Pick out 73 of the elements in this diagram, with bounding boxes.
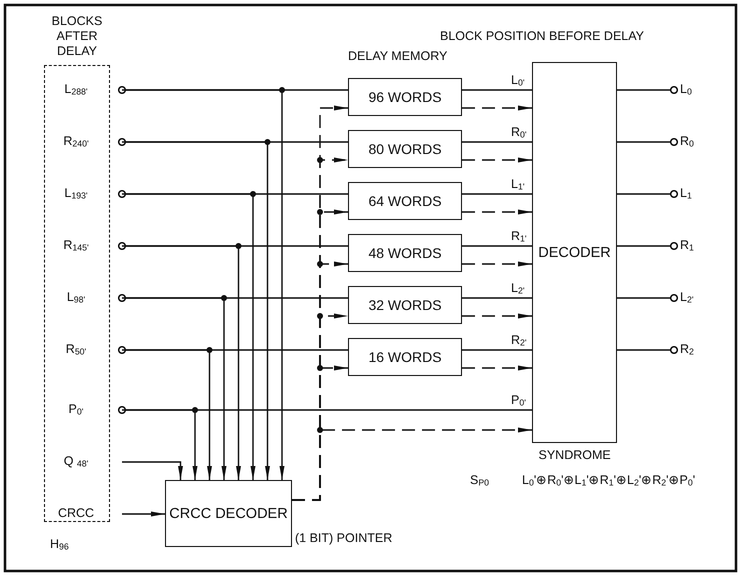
syndrome-formula: L$_{0}$'⊕R$_{0}$'⊕L$_{1}$'⊕R$_{1}$'⊕L$_{2}$'⊕R$_{2}$'⊕P$_{0}$' <box>522 474 696 488</box>
terminal-line <box>118 242 348 250</box>
signal-label: R$_{240'}$ <box>63 135 89 149</box>
memory-block: 16 WORDS <box>348 338 462 376</box>
terminal-line <box>617 242 678 250</box>
decoder-block: DECODER <box>532 62 617 443</box>
heading: BLOCK POSITION BEFORE DELAY <box>440 30 644 44</box>
edge-label: R$_{0'}$ <box>510 126 528 140</box>
signal-label: R$_{50'}$ <box>66 343 86 357</box>
memory-block: 64 WORDS <box>348 182 462 220</box>
connector-line <box>462 193 532 195</box>
arrow <box>122 89 284 480</box>
terminal-line <box>617 346 678 354</box>
node-label: H$_{96}$ <box>50 538 69 552</box>
terminal-line <box>617 138 678 146</box>
node-label: SYNDROME <box>538 449 611 463</box>
arrow <box>122 461 183 480</box>
connector-line <box>462 245 532 247</box>
dashed-arrow <box>292 428 532 501</box>
terminal-line <box>118 138 348 146</box>
group-heading: BLOCKS AFTER DELAY <box>50 14 104 59</box>
heading: DELAY MEMORY <box>348 50 448 64</box>
signal-label: L$_{288'}$ <box>64 83 88 97</box>
terminal-line <box>118 190 348 198</box>
connector-line <box>462 89 532 91</box>
arrow <box>122 349 212 480</box>
connector-line <box>462 349 532 351</box>
memory-block: 80 WORDS <box>348 130 462 168</box>
memory-block: 32 WORDS <box>348 286 462 324</box>
dashed-arrow <box>462 210 532 214</box>
terminal-line <box>118 346 348 354</box>
signal-label: L$_{98'}$ <box>66 291 86 305</box>
memory-block: 48 WORDS <box>348 234 462 272</box>
edge-label: P$_{0'}$ <box>510 394 527 408</box>
connector-line <box>462 141 532 143</box>
signal-label: L$_{2'}$ <box>680 291 694 305</box>
signal-label: P$_{0'}$ <box>68 403 84 417</box>
dashed-arrow <box>462 262 532 266</box>
terminal-line <box>617 86 678 94</box>
signal-label: R$_{145'}$ <box>63 239 89 253</box>
signal-label: CRCC <box>58 507 94 521</box>
decoder-block: CRCC DECODER <box>165 480 292 547</box>
signal-label: L$_{193'}$ <box>64 187 88 201</box>
dashed-arrow <box>462 158 532 162</box>
signal-label: Q $_{48'}$ <box>64 455 88 469</box>
arrow <box>122 141 270 480</box>
terminal-line <box>617 294 678 302</box>
signal-label: R$_{1}$ <box>680 239 694 253</box>
signal-label: L$_{1}$ <box>680 187 692 201</box>
dashed-arrow <box>462 314 532 318</box>
terminal-line <box>118 86 348 94</box>
edge-label: L$_{2'}$ <box>510 282 526 296</box>
terminal-line <box>118 406 532 414</box>
signal-label: R$_{0}$ <box>680 135 694 149</box>
edge-label: L$_{1'}$ <box>510 178 526 192</box>
edge-label: R$_{1'}$ <box>510 230 528 244</box>
signal-label: L$_{0}$ <box>680 83 692 97</box>
dashed-arrow <box>462 366 532 370</box>
arrow <box>122 409 198 480</box>
arrow <box>122 297 226 480</box>
connector-line <box>462 297 532 299</box>
signal-label: R$_{2}$ <box>680 343 694 357</box>
node-label: (1 BIT) POINTER <box>295 532 392 546</box>
syndrome-symbol: S$_{P0}$ <box>470 474 490 488</box>
arrow <box>122 245 241 480</box>
arrow <box>122 512 165 516</box>
edge-label: L$_{0'}$ <box>510 74 526 88</box>
dashed-arrow <box>462 106 532 110</box>
arrow <box>122 193 256 480</box>
terminal-line <box>118 294 348 302</box>
memory-block: 96 WORDS <box>348 78 462 116</box>
edge-label: R$_{2'}$ <box>510 334 528 348</box>
terminal-line <box>617 190 678 198</box>
